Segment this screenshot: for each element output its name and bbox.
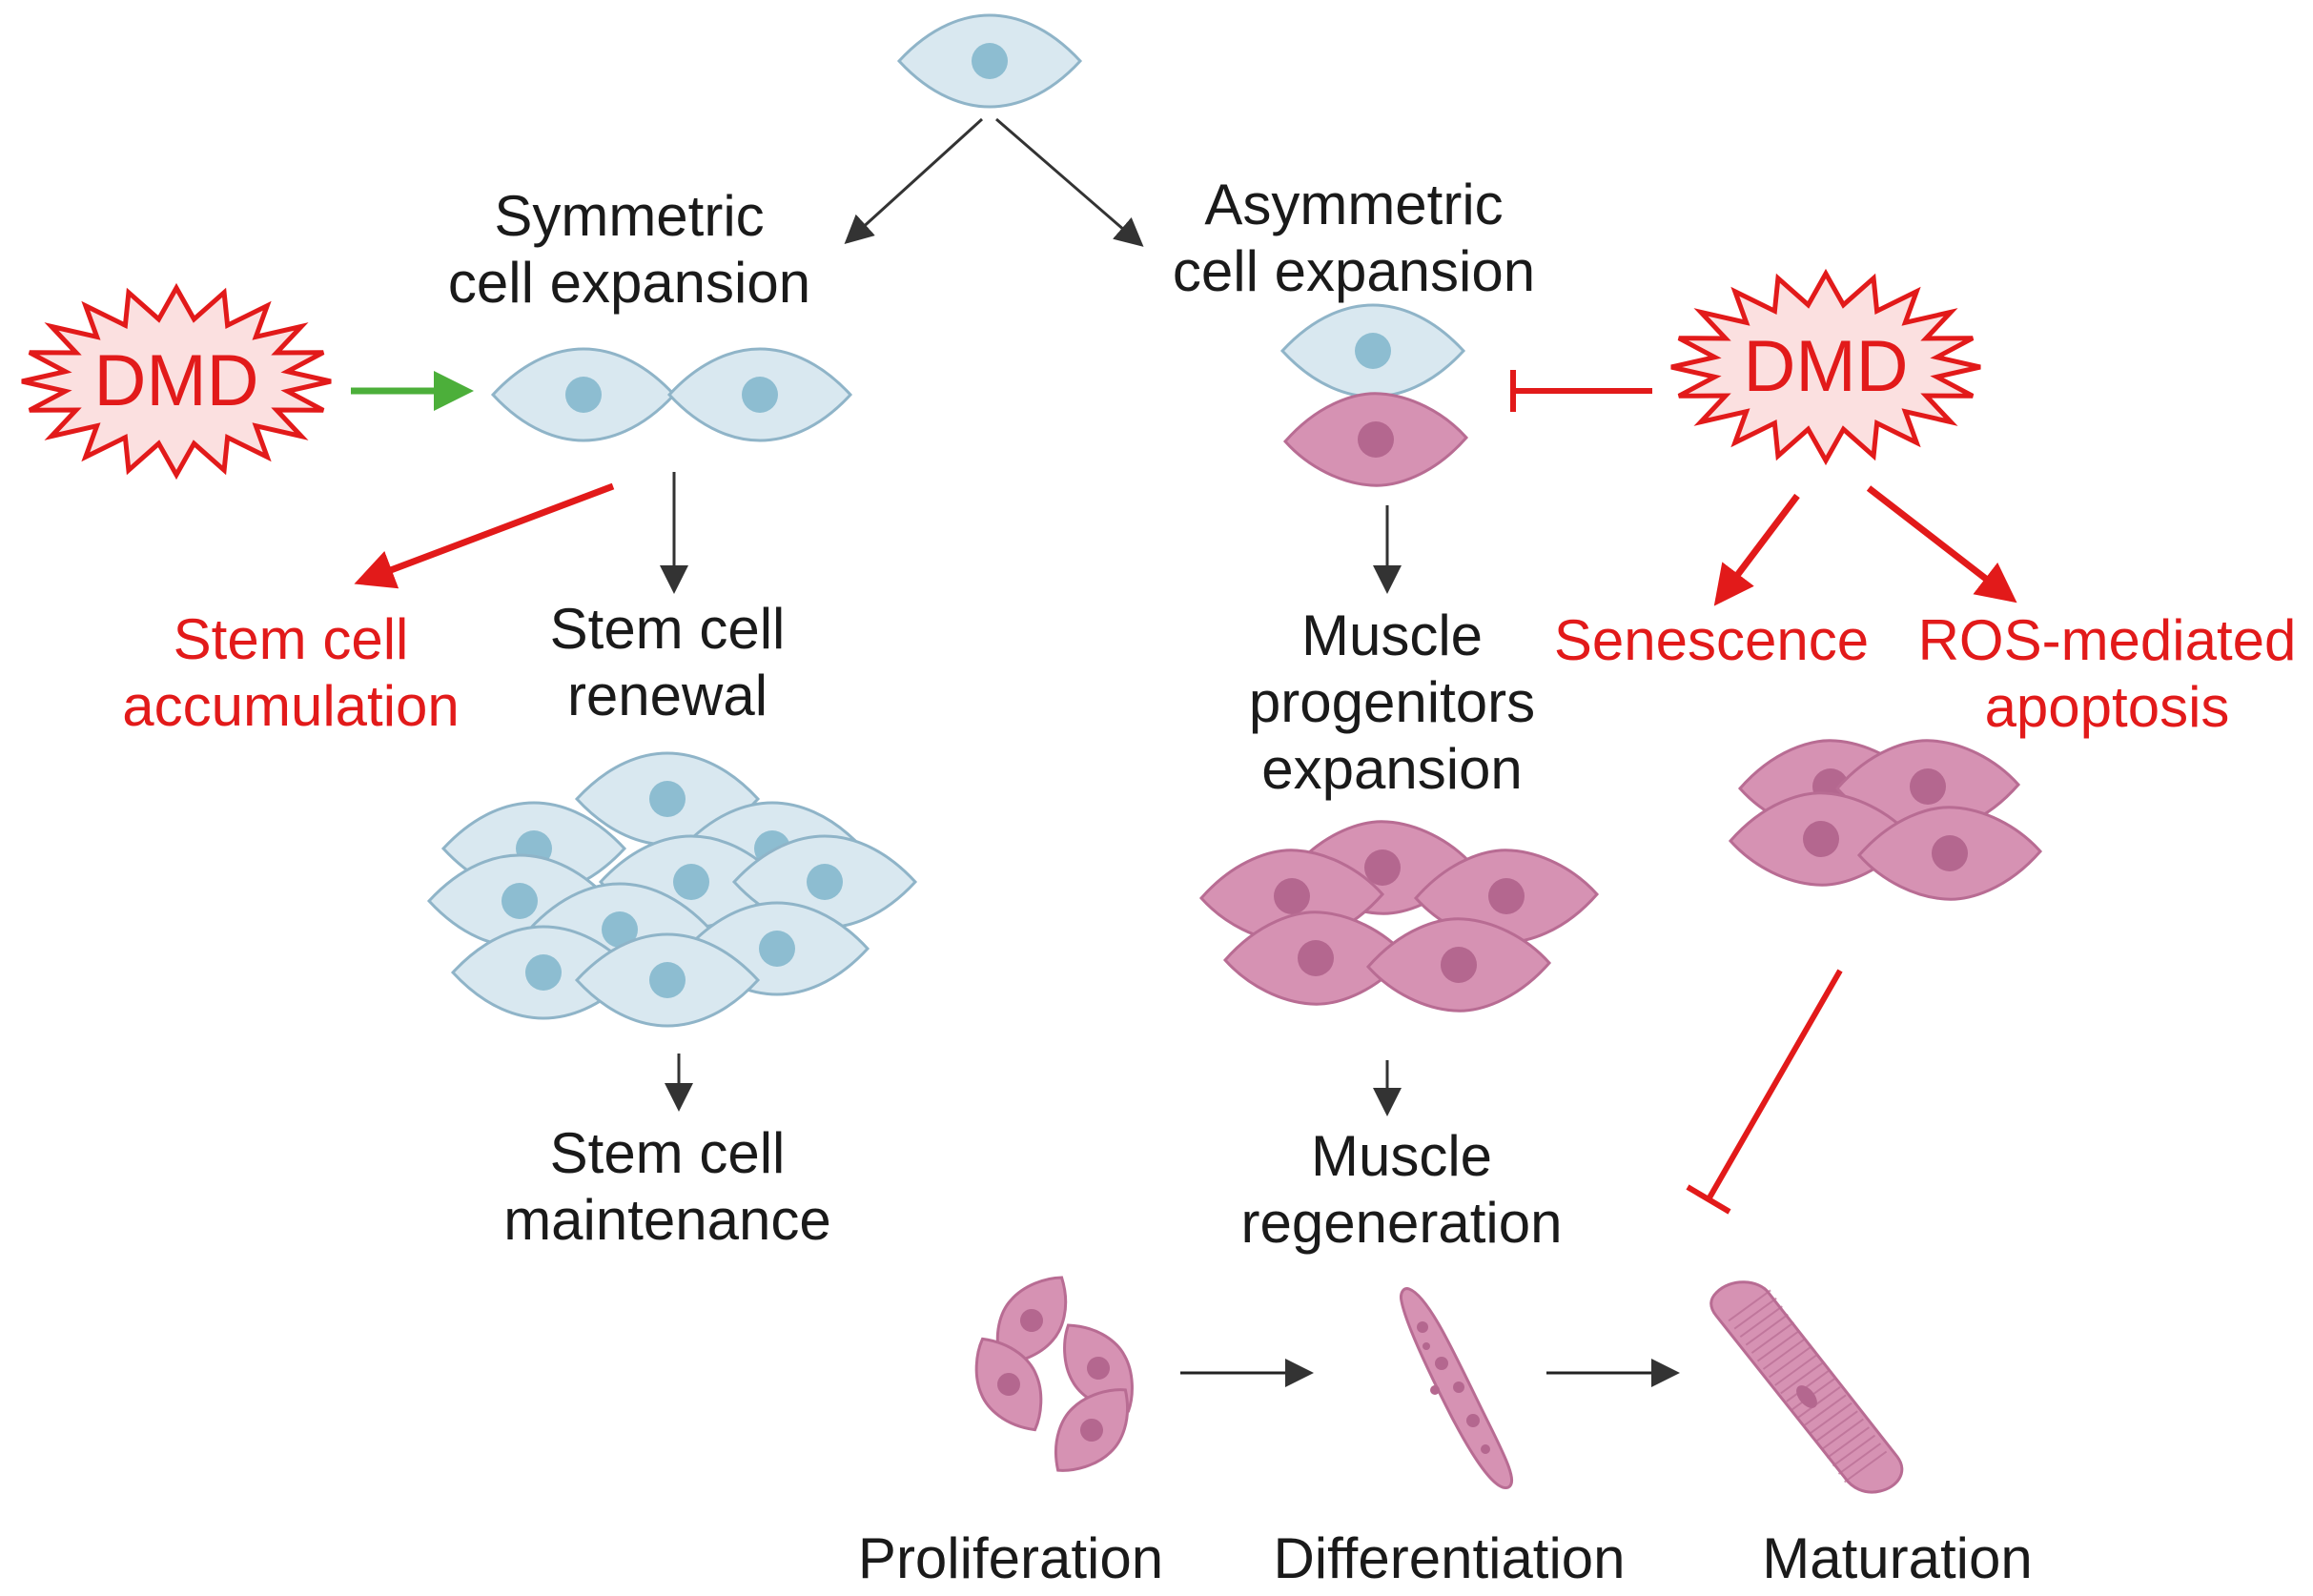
mature-myofiber-icon bbox=[1709, 1280, 1904, 1494]
red-arrow-apoptosis bbox=[1866, 485, 2017, 604]
label-asymmetric-expansion: Asymmetric cell expansion bbox=[1172, 173, 1536, 303]
myofiber-striation bbox=[1797, 1385, 1841, 1419]
myofiber-striation bbox=[1837, 1443, 1882, 1475]
myofiber-striation bbox=[1803, 1394, 1847, 1427]
myofiber-striation bbox=[1774, 1354, 1818, 1386]
myofiber-striation bbox=[1769, 1345, 1812, 1379]
label-proliferation: Proliferation bbox=[857, 1526, 1164, 1590]
arrow-to-asymmetric bbox=[995, 117, 1144, 247]
myofiber-striation bbox=[1762, 1338, 1807, 1370]
label-stem-cell-renewal: Stem cell renewal bbox=[549, 597, 786, 727]
differentiating-myocyte-icon bbox=[1400, 1287, 1513, 1489]
stem-cell-pair-icon bbox=[491, 347, 852, 442]
myofiber-striation bbox=[1844, 1450, 1888, 1483]
myofiber-striation bbox=[1809, 1402, 1852, 1435]
myofiber-striation bbox=[1780, 1361, 1824, 1395]
myofiber-striation bbox=[1832, 1434, 1876, 1467]
label-symmetric-expansion: Symmetric cell expansion bbox=[447, 184, 811, 315]
stem-cell-cluster-icon bbox=[427, 751, 917, 1028]
dmd-burst-icon bbox=[1670, 268, 1981, 466]
myofiber-striation bbox=[1728, 1289, 1771, 1322]
stem-muscle-pair-icon bbox=[1280, 303, 1468, 487]
myofiber-striation bbox=[1820, 1418, 1864, 1451]
label-muscle-progenitors-expansion: Muscle progenitors expansion bbox=[1248, 604, 1536, 801]
label-maturation: Maturation bbox=[1762, 1526, 2033, 1590]
arrow-to-symmetric bbox=[844, 117, 984, 245]
dmd-right-label: DMD bbox=[1743, 326, 1909, 407]
myofiber-striation bbox=[1733, 1297, 1777, 1330]
proliferating-myoblast-icon bbox=[955, 1259, 1154, 1491]
muscle-progenitor-cluster-icon bbox=[1199, 820, 1599, 1013]
senescent-cell-cluster-icon bbox=[1729, 739, 2042, 901]
red-arrow-accumulation bbox=[354, 482, 615, 589]
label-stem-cell-accumulation: Stem cell accumulation bbox=[122, 607, 460, 738]
red-arrow-senescence bbox=[1713, 493, 1800, 606]
label-muscle-regeneration: Muscle regeneration bbox=[1240, 1124, 1563, 1255]
myofiber-striation bbox=[1739, 1305, 1783, 1339]
inhibit-regeneration-line bbox=[1686, 969, 1843, 1215]
label-senescence: Senescence bbox=[1553, 608, 1870, 672]
myofiber-striation bbox=[1786, 1370, 1830, 1402]
label-differentiation: Differentiation bbox=[1273, 1526, 1626, 1590]
label-stem-cell-maintenance: Stem cell maintenance bbox=[503, 1121, 831, 1252]
myofiber-striation bbox=[1814, 1410, 1858, 1443]
myofiber-striation bbox=[1756, 1329, 1801, 1362]
myofiber-striation bbox=[1745, 1313, 1789, 1346]
satellite-cell-icon bbox=[897, 13, 1082, 109]
dmd-burst-icon bbox=[21, 282, 332, 481]
myofiber-striation bbox=[1750, 1321, 1794, 1354]
myofiber-striation bbox=[1826, 1426, 1870, 1459]
inhibit-asymmetric-line bbox=[1510, 370, 1652, 412]
dmd-left-label: DMD bbox=[93, 340, 259, 421]
label-ros-mediated-apoptosis: ROS-mediated apoptosis bbox=[1917, 608, 2297, 739]
